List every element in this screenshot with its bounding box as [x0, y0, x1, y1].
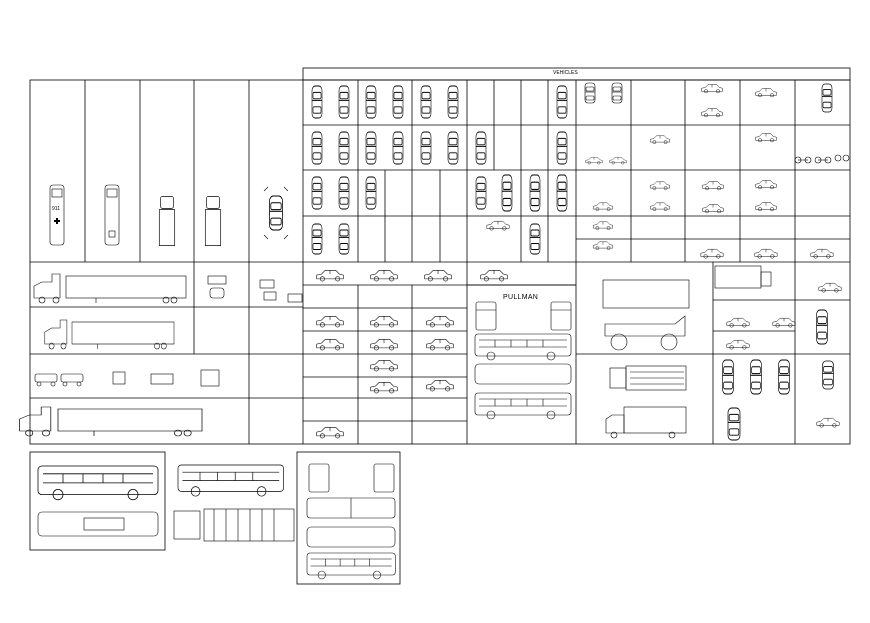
- delivery-truck-icon: [609, 365, 687, 391]
- box-truck-top-icon: [158, 195, 176, 247]
- atv-icon: [34, 369, 220, 387]
- box-truck-top-icon: [714, 265, 772, 289]
- bus-side-icon: [177, 464, 285, 497]
- bus-side-icon: [37, 465, 159, 501]
- bus-top-icon: [306, 497, 396, 519]
- pullman-label: PULLMAN: [503, 294, 539, 301]
- semi-trailer-truck-icon: [33, 273, 187, 304]
- bus-side-icon: [306, 552, 396, 580]
- car-side-grid: [316, 84, 842, 439]
- bus-top-icon: [37, 511, 159, 537]
- bus-top-icon: [550, 301, 572, 331]
- dump-truck-icon: [602, 279, 690, 351]
- bus-side-icon: [474, 333, 572, 361]
- semi-trailer-truck-icon: [18, 406, 203, 437]
- bus-detail-frame: [29, 451, 166, 551]
- bus-top-icon: [373, 463, 395, 493]
- right-grid: [576, 80, 850, 444]
- bus-top-icon: [475, 301, 497, 331]
- van-top-icon: [104, 184, 120, 246]
- drawing-title: VEHICLES: [553, 70, 578, 76]
- car-top-grid: [311, 82, 835, 441]
- ambulance-number-label: 911: [52, 206, 60, 212]
- pickup-top-icon: [204, 195, 222, 247]
- semi-trailer-truck-icon: [44, 319, 175, 350]
- atv-icon: [207, 275, 303, 303]
- left-block-grid: [30, 80, 304, 444]
- bus-side-icon: [474, 392, 572, 420]
- bus-top-icon: [306, 526, 396, 548]
- center-grid: [303, 80, 850, 444]
- bus-top-icon: [474, 363, 572, 385]
- delivery-truck-icon: [605, 406, 687, 439]
- motorcycle-icon: [794, 154, 850, 164]
- delivery-truck-icon: [173, 508, 295, 542]
- ambulance-top-icon: [49, 184, 65, 246]
- title-strip: [302, 67, 851, 81]
- pullman-detail-frame: [296, 451, 401, 585]
- car-top-icon: [263, 186, 289, 240]
- bus-top-icon: [308, 463, 330, 493]
